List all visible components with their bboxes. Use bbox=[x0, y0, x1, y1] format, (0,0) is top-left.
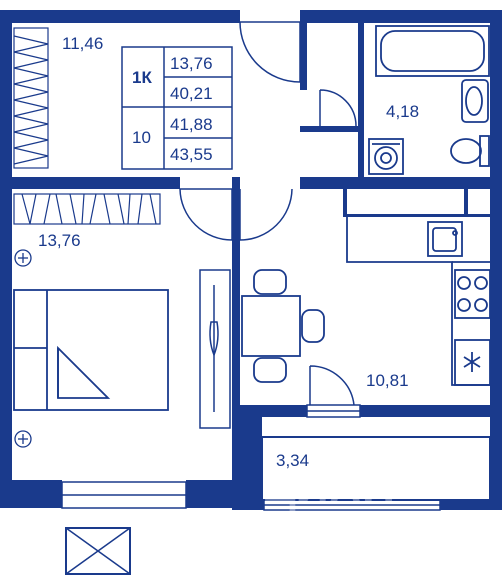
room-area-kitchen: 10,81 bbox=[366, 371, 409, 390]
info-table bbox=[121, 46, 233, 170]
socket-icon bbox=[14, 430, 32, 448]
bathtub-icon bbox=[375, 25, 490, 77]
washing-machine-icon bbox=[368, 138, 404, 175]
fridge-icon bbox=[454, 339, 491, 386]
room-area-bathroom: 4,18 bbox=[386, 102, 419, 121]
info-value-area-with-balcony: 41,88 bbox=[170, 115, 213, 134]
balcony-frame bbox=[65, 436, 491, 575]
watermark-logo: ЦИАН bbox=[262, 461, 395, 513]
walls bbox=[0, 10, 502, 510]
stove-icon bbox=[454, 269, 491, 319]
info-value-area: 40,21 bbox=[170, 84, 213, 103]
windows bbox=[61, 404, 441, 511]
radiator-icon bbox=[199, 269, 231, 429]
kitchen-sink-icon bbox=[427, 221, 463, 257]
room-area-bedroom: 13,76 bbox=[38, 231, 81, 250]
dining-table-icon bbox=[241, 269, 325, 383]
wardrobe-icon bbox=[13, 27, 49, 169]
doors bbox=[179, 21, 357, 406]
info-rooms-label: 1К bbox=[132, 68, 152, 87]
room-area-balcony: 3,34 bbox=[276, 451, 309, 470]
info-value-living-area: 13,76 bbox=[170, 54, 213, 73]
sink-icon bbox=[461, 79, 489, 123]
wardrobe-icon bbox=[13, 193, 161, 225]
info-value-total-area: 43,55 bbox=[170, 145, 213, 164]
bed-icon bbox=[13, 289, 169, 411]
toilet-icon bbox=[450, 135, 490, 167]
info-floor: 10 bbox=[132, 128, 151, 147]
socket-icon bbox=[14, 249, 32, 267]
room-area-living: 11,46 bbox=[62, 34, 103, 53]
